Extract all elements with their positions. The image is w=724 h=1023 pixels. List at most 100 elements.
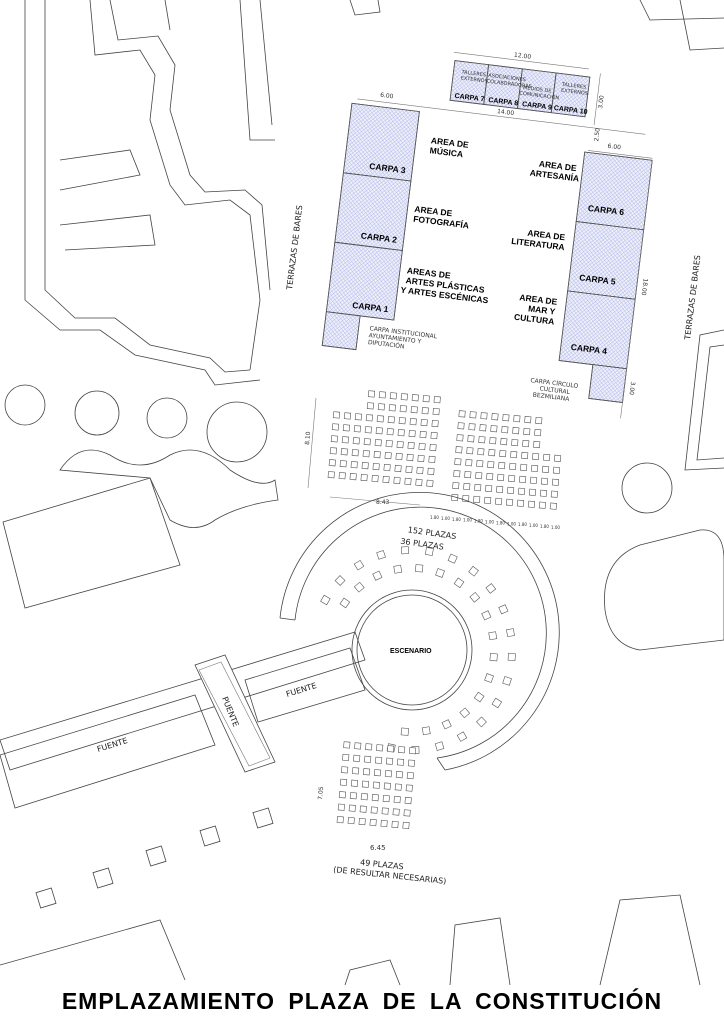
seat <box>499 449 507 458</box>
seat <box>327 471 335 479</box>
seat <box>534 428 542 437</box>
seat <box>541 465 550 473</box>
seat <box>549 502 557 510</box>
seat <box>361 462 369 470</box>
seat <box>395 771 403 779</box>
planters <box>0 807 701 986</box>
seat <box>364 755 372 763</box>
carpa-9-desc: COMUNICACIÓN <box>519 90 560 102</box>
seat <box>409 418 417 426</box>
carpa-3 <box>342 102 420 182</box>
seat <box>441 719 452 730</box>
seat <box>476 716 487 728</box>
seat <box>533 440 541 449</box>
seat <box>421 407 429 415</box>
dim-6a: 6.00 <box>380 92 394 101</box>
seat <box>365 414 373 422</box>
seat <box>370 806 378 814</box>
seat <box>359 805 367 813</box>
seat <box>467 435 475 443</box>
seat <box>418 442 426 451</box>
seat <box>484 496 492 505</box>
seat <box>376 415 384 423</box>
escenario-label: ESCENARIO <box>390 648 432 655</box>
seat <box>407 759 416 767</box>
seat <box>430 431 438 440</box>
dim-3a: 3.00 <box>597 95 606 109</box>
seat <box>424 547 434 556</box>
seat <box>473 495 481 504</box>
seat <box>416 466 424 474</box>
seat <box>429 443 437 452</box>
seat <box>374 439 382 447</box>
area-musica: MÚSICA <box>429 144 464 159</box>
seat <box>458 410 466 418</box>
seat <box>535 417 543 425</box>
carpa-10-label: CARPA 10 <box>553 105 588 116</box>
seat <box>550 490 558 498</box>
tree <box>74 390 120 436</box>
carpas-column-left <box>321 102 420 351</box>
seat <box>543 453 551 461</box>
seat <box>505 498 514 506</box>
seat <box>391 820 399 829</box>
top-row-descriptions: TALLERES EXTERNOS ASOCIACIONES COLABORAD… <box>460 69 588 102</box>
seating-extra <box>336 741 417 829</box>
seat <box>389 392 397 400</box>
seat <box>466 447 474 455</box>
seat <box>485 583 497 594</box>
seat-spacing-dim: 1.00 <box>441 516 450 521</box>
seat <box>385 440 393 448</box>
seat <box>400 546 410 555</box>
seat <box>477 448 485 456</box>
seat <box>382 795 390 803</box>
carpa-8-desc: ASOCIACIONES <box>488 73 526 84</box>
seat <box>376 550 386 560</box>
seat <box>337 803 345 811</box>
seat <box>400 393 408 401</box>
seat <box>394 464 402 473</box>
seat <box>350 779 359 787</box>
seat <box>396 441 404 449</box>
seat <box>405 784 413 792</box>
seat <box>468 423 476 431</box>
seat <box>538 501 546 509</box>
seat <box>384 770 393 778</box>
seat <box>420 419 428 427</box>
seat <box>397 429 405 437</box>
seat <box>531 464 539 472</box>
seat <box>521 451 529 460</box>
seat <box>427 467 435 475</box>
seat <box>350 461 358 469</box>
carpa-3-label: CARPA 3 <box>369 161 407 175</box>
seat <box>508 474 516 483</box>
dim-12: 12.00 <box>514 52 532 61</box>
tree <box>206 401 268 463</box>
carpas-row-top <box>449 60 591 118</box>
area-musica: AREA DE <box>430 135 469 150</box>
seat <box>351 449 359 457</box>
seat <box>473 691 485 703</box>
fountains: PUENTE FUENTE FUENTE <box>0 631 366 809</box>
terrazas-right-label: TERRAZAS DE BARES <box>683 255 702 342</box>
seat <box>463 482 471 491</box>
seat <box>489 653 498 662</box>
seat <box>457 422 465 430</box>
seat <box>489 437 497 445</box>
seat <box>402 821 410 829</box>
seat <box>435 568 445 578</box>
seat <box>332 411 341 419</box>
seat <box>502 676 512 686</box>
carpa-10-desc: TALLERES <box>560 82 586 91</box>
seat <box>459 707 471 719</box>
seat <box>464 471 472 479</box>
seat <box>426 479 434 487</box>
seat <box>380 819 388 828</box>
seat <box>331 423 340 431</box>
seat <box>369 818 377 827</box>
carpa-4-label: CARPA 4 <box>570 342 608 356</box>
seat <box>432 408 440 416</box>
bridge: PUENTE <box>194 654 276 773</box>
seat <box>465 459 473 467</box>
